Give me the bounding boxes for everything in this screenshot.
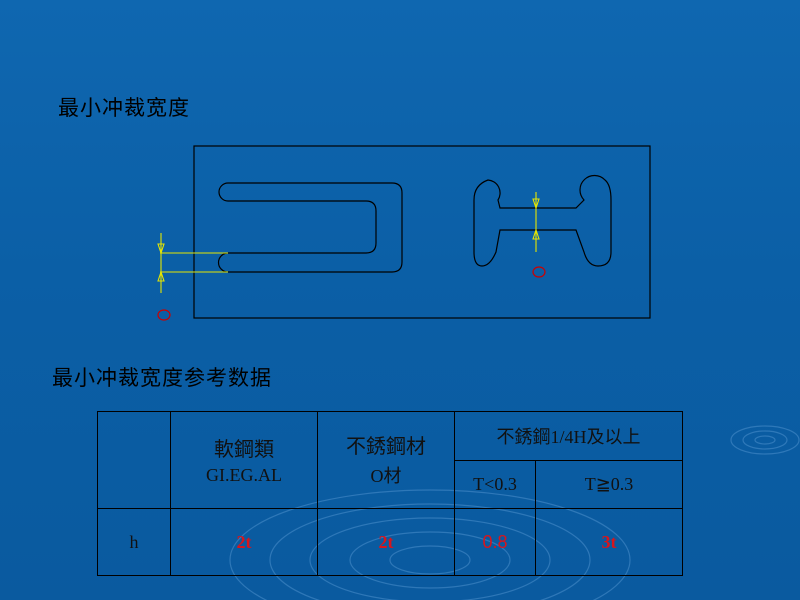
header-stainless-o-line1: 不銹鋼材 xyxy=(346,436,426,458)
h-cutout-outline xyxy=(473,174,612,267)
header-mild-steel-line1: 軟鋼類 xyxy=(214,438,274,461)
dimension-right xyxy=(532,192,540,252)
row-label-h: h xyxy=(97,508,171,576)
dimension-left xyxy=(157,233,228,293)
table-title: 最小冲裁宽度参考数据 xyxy=(52,366,272,390)
header-stainless-quarter-h: 不銹鋼1/4H及以上 xyxy=(454,411,683,461)
value-t-ge-0-3: 3t xyxy=(535,508,683,576)
value-mild-steel: 2t xyxy=(170,508,318,576)
reference-table: 軟鋼類 GI.EG.AL 不銹鋼材 O材 不銹鋼1/4H及以上 T<0.3 T≧… xyxy=(97,411,683,576)
plate-outline xyxy=(193,145,651,319)
header-mild-steel-line2: GI.EG.AL xyxy=(206,464,282,485)
value-t-lt-0-3: 0.8 xyxy=(454,508,536,576)
u-slot-outline xyxy=(217,182,403,273)
header-stainless-o-line2: O材 xyxy=(370,466,402,486)
header-empty-cell xyxy=(97,411,171,509)
header-stainless-o: 不銹鋼材 O材 xyxy=(317,411,455,509)
page-title: 最小冲裁宽度 xyxy=(58,96,190,120)
subheader-t-ge-0-3: T≧0.3 xyxy=(535,460,683,509)
marker-left xyxy=(157,309,171,321)
marker-right xyxy=(532,266,546,278)
subheader-t-lt-0-3: T<0.3 xyxy=(454,460,536,509)
header-mild-steel: 軟鋼類 GI.EG.AL xyxy=(170,411,318,509)
value-stainless-o: 2t xyxy=(317,508,455,576)
